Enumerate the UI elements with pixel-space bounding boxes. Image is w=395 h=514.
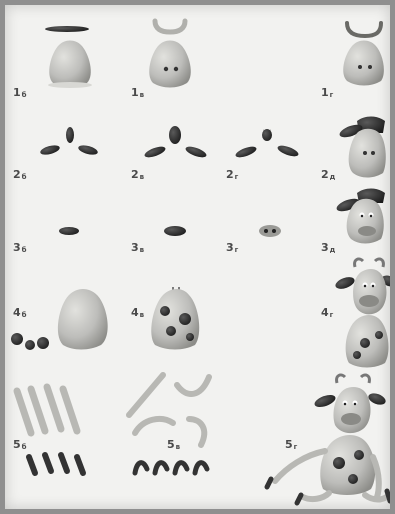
step-label-2d: 2д	[321, 169, 335, 180]
step-label-4v: 4в	[131, 307, 144, 318]
step-letter: в	[140, 173, 144, 181]
step-1b-art	[45, 26, 92, 88]
step-label-1b: 1б	[13, 87, 27, 98]
step-label-2b: 2б	[13, 169, 27, 180]
step-letter: г	[235, 246, 239, 254]
step-2v-art	[143, 126, 207, 160]
step-label-3b: 3б	[13, 242, 27, 253]
step-label-4b: 4б	[13, 307, 27, 318]
step-letter: в	[176, 443, 180, 451]
step-number: 2	[226, 168, 234, 181]
step-letter: в	[140, 91, 144, 99]
step-letter: г	[330, 91, 334, 99]
step-5v-art	[129, 375, 209, 473]
step-number: 1	[13, 86, 21, 99]
step-number: 4	[13, 306, 21, 319]
step-letter: в	[140, 246, 144, 254]
step-number: 4	[321, 306, 329, 319]
step-label-2v: 2в	[131, 169, 144, 180]
step-number: 3	[13, 241, 21, 254]
step-letter: г	[235, 173, 239, 181]
step-4b-art	[11, 289, 108, 350]
step-label-2g: 2г	[226, 169, 238, 180]
step-3v-art	[164, 226, 186, 236]
step-label-5v: 5в	[167, 439, 180, 450]
step-number: 2	[321, 168, 329, 181]
step-number: 5	[167, 438, 175, 451]
step-letter: б	[22, 443, 27, 451]
step-4g-art	[334, 259, 390, 368]
step-label-3g: 3г	[226, 242, 238, 253]
step-letter: б	[22, 246, 27, 254]
step-letter: д	[330, 246, 336, 254]
step-label-4g: 4г	[321, 307, 333, 318]
step-letter: г	[330, 311, 334, 319]
step-number: 5	[285, 438, 293, 451]
step-2b-art	[39, 127, 98, 156]
step-2g-art	[234, 129, 299, 160]
step-letter: д	[330, 173, 336, 181]
clay-cow-steps-illustration	[5, 5, 390, 509]
step-label-1g: 1г	[321, 87, 333, 98]
step-letter: б	[22, 173, 27, 181]
step-number: 4	[131, 306, 139, 319]
step-letter: г	[294, 443, 298, 451]
step-number: 1	[131, 86, 139, 99]
step-label-5b: 5б	[13, 439, 27, 450]
step-2d-art	[338, 117, 386, 178]
step-1v-art	[149, 21, 191, 88]
step-1g-art	[343, 23, 384, 86]
step-number: 1	[321, 86, 329, 99]
step-3d-art	[335, 189, 385, 244]
step-number: 3	[321, 241, 329, 254]
step-number: 2	[131, 168, 139, 181]
step-3g-art	[259, 225, 281, 237]
instruction-page: 1б 1в 1г 2б 2в 2г 2д 3б 3в 3г 3д 4б 4в 4…	[5, 5, 390, 509]
step-4v-art	[151, 287, 199, 350]
step-number: 3	[131, 241, 139, 254]
step-5b-art	[17, 387, 83, 473]
step-letter: в	[140, 311, 144, 319]
step-letter: б	[22, 311, 27, 319]
step-label-5g: 5г	[285, 439, 297, 450]
step-label-3d: 3д	[321, 242, 335, 253]
step-label-3v: 3в	[131, 242, 144, 253]
step-number: 5	[13, 438, 21, 451]
step-number: 2	[13, 168, 21, 181]
step-number: 3	[226, 241, 234, 254]
step-label-1v: 1в	[131, 87, 144, 98]
step-letter: б	[22, 91, 27, 99]
step-3b-art	[59, 227, 79, 235]
